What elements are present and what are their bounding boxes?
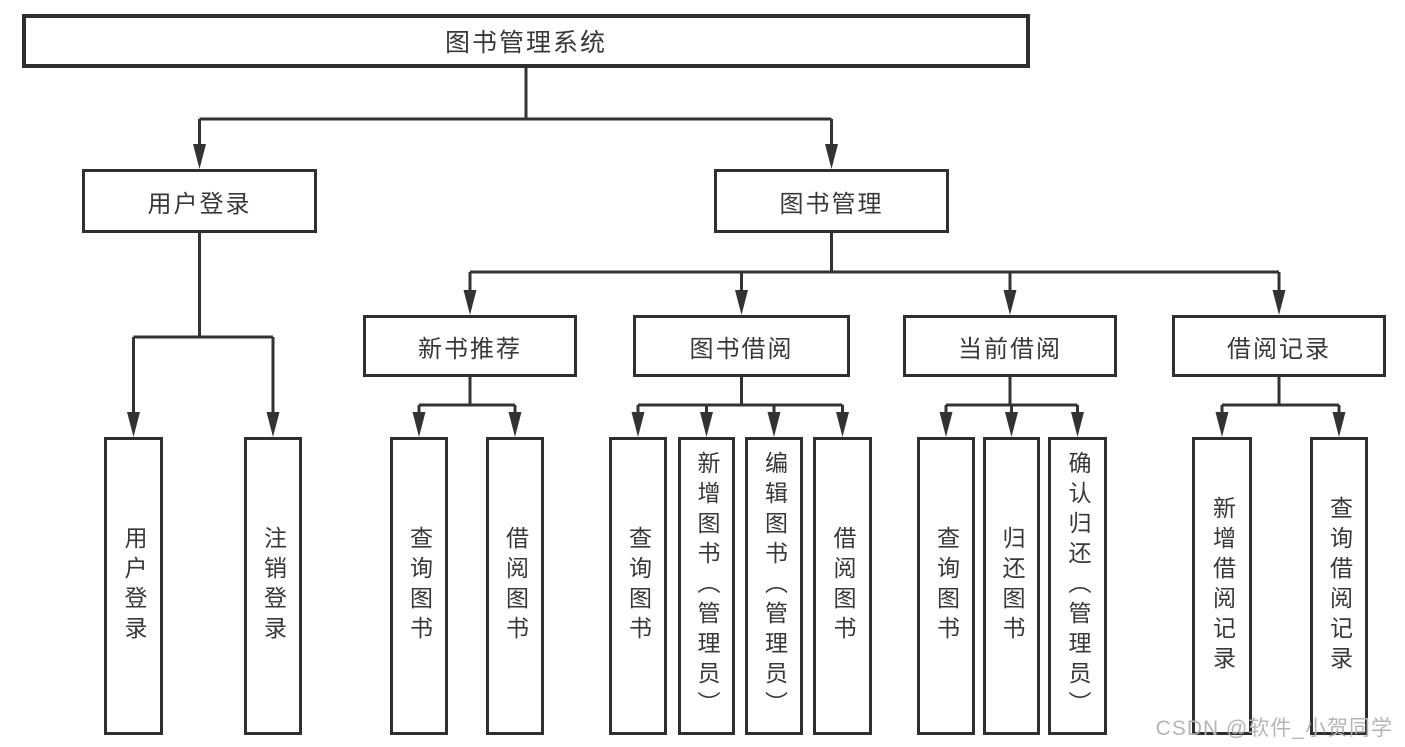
leaf-add-borrow-record: 新增借阅记录 — [1192, 437, 1252, 735]
leaf-recommend-query-books-label: 查询图书 — [406, 526, 433, 646]
node-new-book-recommend-label: 新书推荐 — [418, 335, 522, 363]
node-user-login-label: 用户登录 — [147, 190, 252, 218]
leaf-add-books-admin: 新增图书（管理员） — [678, 437, 735, 735]
node-book-management-label: 图书管理 — [779, 190, 884, 218]
leaf-query-borrow-record: 查询借阅记录 — [1310, 437, 1368, 735]
node-book-management: 图书管理 — [714, 169, 949, 233]
leaf-edit-books-admin-label: 编辑图书（管理员） — [761, 451, 788, 721]
node-user-login: 用户登录 — [82, 169, 317, 233]
node-borrow-records-label: 借阅记录 — [1227, 335, 1331, 363]
leaf-confirm-return-admin: 确认归还（管理员） — [1048, 437, 1107, 735]
arrowheads — [127, 144, 1346, 437]
leaf-edit-books-admin: 编辑图书（管理员） — [745, 437, 803, 735]
node-new-book-recommend: 新书推荐 — [363, 315, 577, 377]
node-current-borrow: 当前借阅 — [903, 315, 1117, 377]
leaf-query-borrow-record-label: 查询借阅记录 — [1326, 496, 1353, 676]
leaf-borrow-books-label: 借阅图书 — [830, 526, 856, 646]
leaf-recommend-query-books: 查询图书 — [390, 437, 448, 735]
node-borrow-records: 借阅记录 — [1172, 315, 1386, 377]
node-root-label: 图书管理系统 — [444, 29, 607, 57]
leaf-recommend-borrow-books: 借阅图书 — [486, 437, 544, 735]
leaf-current-query-books: 查询图书 — [917, 437, 975, 735]
leaf-logout: 注销登录 — [244, 437, 302, 735]
node-root-system: 图书管理系统 — [22, 14, 1030, 68]
leaf-add-borrow-record-label: 新增借阅记录 — [1209, 496, 1236, 676]
leaf-borrow-books: 借阅图书 — [813, 437, 872, 735]
node-book-borrow: 图书借阅 — [633, 315, 850, 377]
leaf-current-query-books-label: 查询图书 — [933, 526, 960, 646]
leaf-borrow-query-books: 查询图书 — [609, 437, 667, 735]
leaf-return-books: 归还图书 — [983, 437, 1040, 735]
node-current-borrow-label: 当前借阅 — [958, 335, 1062, 363]
leaf-logout-label: 注销登录 — [260, 526, 287, 646]
leaf-user-login: 用户登录 — [104, 437, 163, 735]
leaf-add-books-admin-label: 新增图书（管理员） — [694, 451, 720, 721]
leaf-user-login-label: 用户登录 — [121, 526, 147, 646]
leaf-borrow-query-books-label: 查询图书 — [625, 526, 652, 646]
leaf-confirm-return-admin-label: 确认归还（管理员） — [1065, 451, 1091, 721]
csdn-watermark: CSDN @软件_小贺同学 — [1155, 717, 1393, 740]
leaf-return-books-label: 归还图书 — [999, 526, 1025, 646]
leaf-recommend-borrow-books-label: 借阅图书 — [502, 526, 529, 646]
node-book-borrow-label: 图书借阅 — [689, 335, 794, 363]
